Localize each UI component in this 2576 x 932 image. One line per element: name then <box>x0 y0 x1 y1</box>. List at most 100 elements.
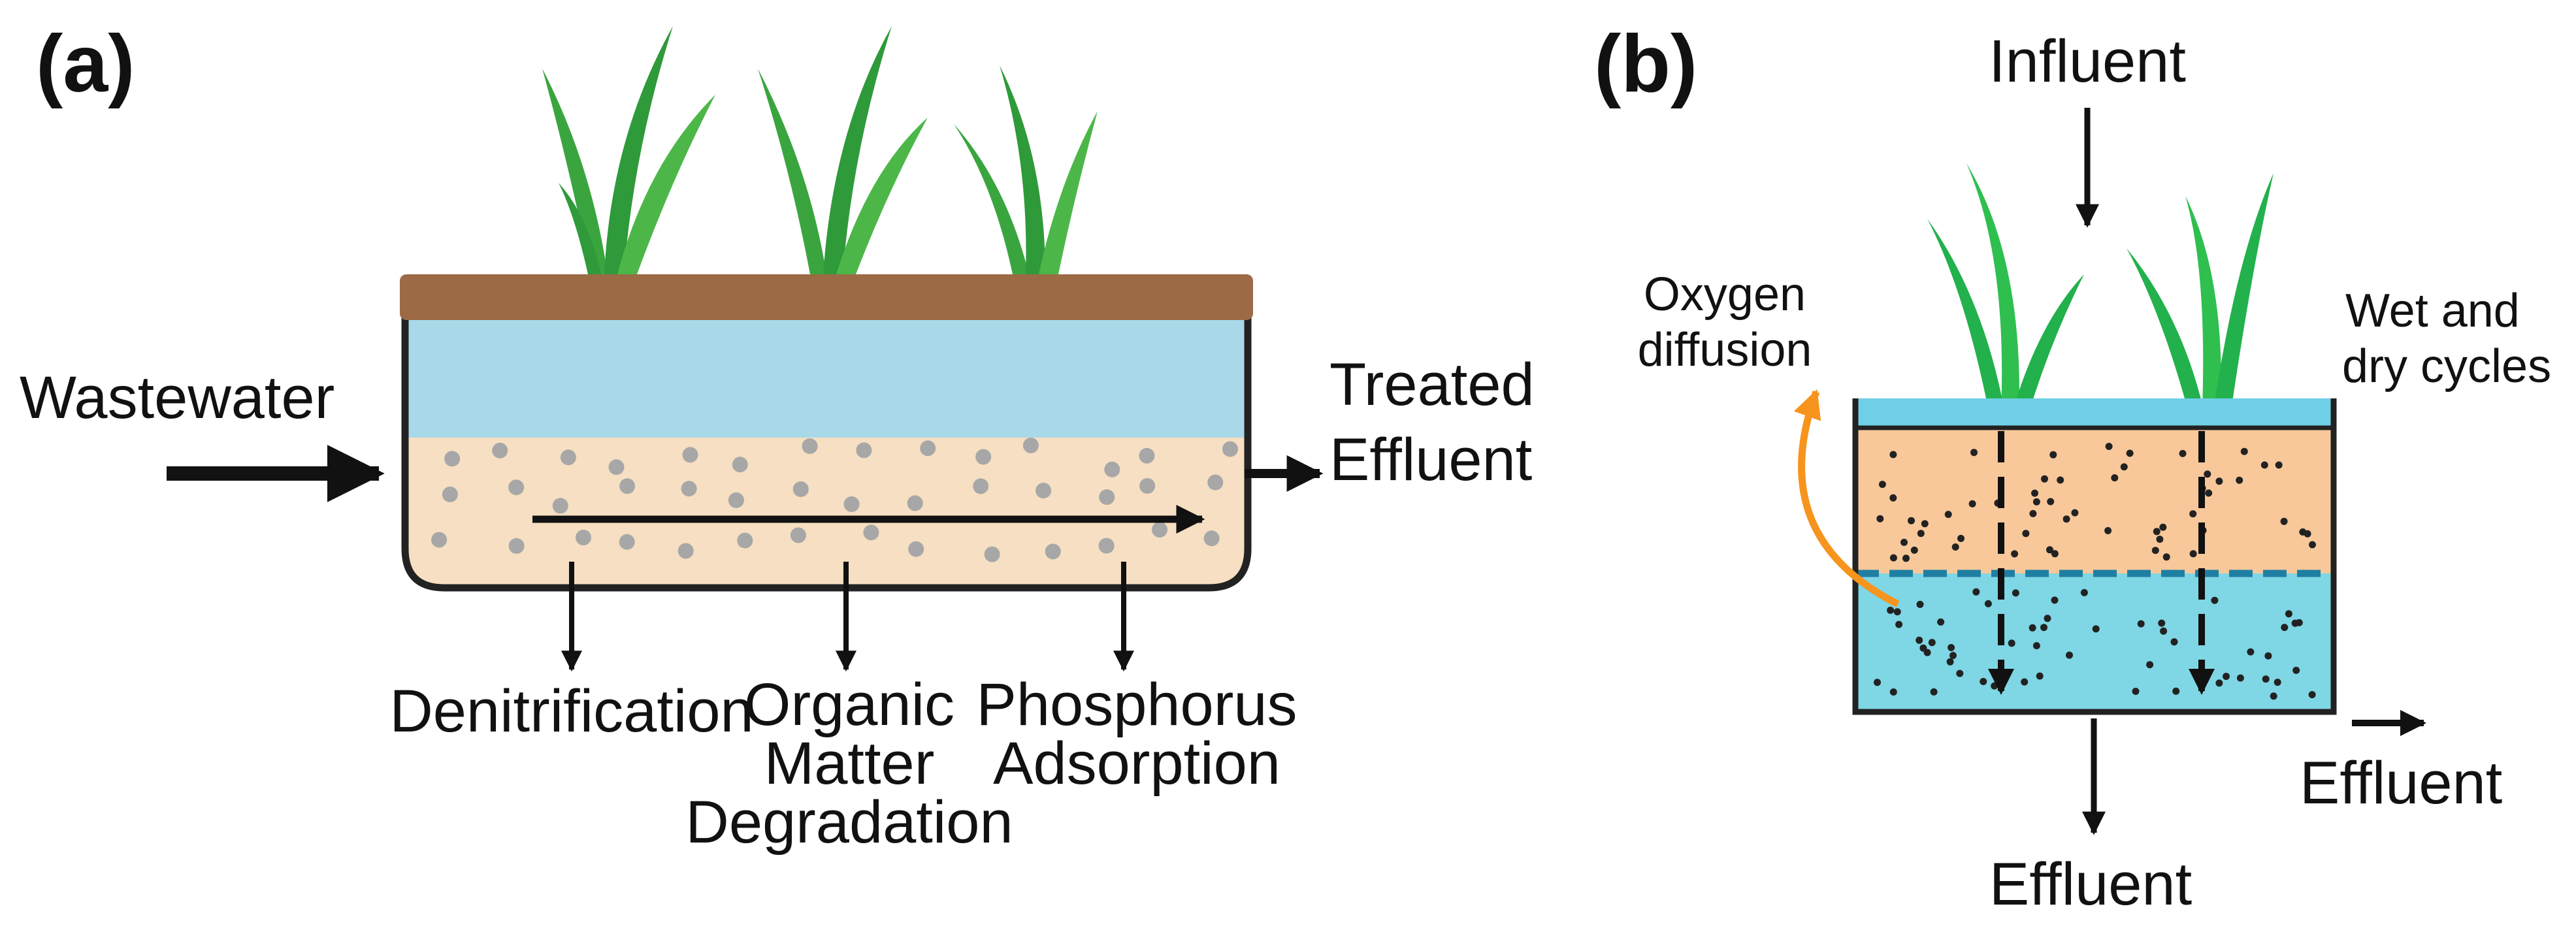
media-particle <box>2051 596 2059 604</box>
media-particle <box>1970 449 1978 457</box>
treated-label: Treated <box>1329 351 1535 418</box>
media-particle <box>2066 651 2073 659</box>
media-particle <box>2236 476 2243 484</box>
effluent-label: Effluent <box>1329 426 1532 493</box>
media-particle <box>2159 523 2167 531</box>
gravel-particle <box>552 498 568 514</box>
media-particle <box>2104 527 2112 534</box>
dry-cycles-label: dry cycles <box>2342 340 2551 393</box>
gravel-particle <box>737 532 753 549</box>
media-particle <box>1889 554 1897 562</box>
media-particle <box>2240 447 2248 455</box>
media-particle <box>2051 550 2059 558</box>
media-particle <box>2308 691 2316 699</box>
gravel-particle <box>444 451 461 467</box>
media-particle <box>2040 624 2047 632</box>
media-particle <box>1893 608 1901 616</box>
gravel-particle <box>975 449 992 465</box>
gravel-particle <box>920 440 936 457</box>
bottom-effluent-label: Effluent <box>1989 851 2192 918</box>
panel-b: (b) Influent <box>1594 19 2551 918</box>
gravel-particle <box>843 496 860 512</box>
media-particle <box>1919 644 1927 652</box>
media-particle <box>2260 461 2268 469</box>
adsorption-label: Adsorption <box>993 730 1280 797</box>
media-particle <box>2011 550 2019 558</box>
media-particle <box>1937 618 1945 626</box>
wastewater-label: Wastewater <box>20 364 334 431</box>
media-particle <box>2151 547 2159 554</box>
media-particle <box>2295 619 2303 626</box>
gravel-particle <box>682 447 698 463</box>
media-particle <box>2247 648 2255 656</box>
plant-icon <box>758 26 928 274</box>
media-particle <box>2029 509 2037 517</box>
media-particle <box>2204 470 2211 478</box>
gravel-particle <box>619 478 636 494</box>
plant-icon <box>2127 173 2274 425</box>
media-particle <box>1902 554 1910 562</box>
media-particle <box>2146 661 2154 669</box>
media-particle <box>1921 520 1929 528</box>
surface-water <box>1855 398 2334 428</box>
media-particle <box>2044 615 2051 622</box>
media-particle <box>2170 638 2178 646</box>
media-particle <box>2223 673 2230 681</box>
media-particle <box>2299 528 2307 536</box>
gravel-particle <box>431 532 448 548</box>
media-particle <box>2205 489 2213 497</box>
column-wall <box>1852 398 2337 715</box>
media-particle <box>1948 644 1955 651</box>
constructed-wetland-basin <box>400 274 1253 592</box>
matter-label: Matter <box>764 730 935 797</box>
media-particle <box>2032 498 2040 506</box>
gravel-particle <box>792 481 809 497</box>
media-particle <box>2158 619 2166 627</box>
gravel-particle <box>1207 474 1224 490</box>
gravel-particle <box>508 479 525 496</box>
media-particle <box>1957 534 1965 542</box>
media-particle <box>1928 639 1936 647</box>
media-particle <box>2022 530 2030 538</box>
media-particle <box>2041 475 2048 483</box>
media-particle <box>1916 600 1924 608</box>
media-particle <box>1956 669 1964 677</box>
media-particle <box>1980 678 1987 685</box>
panel-b-plants <box>1927 163 2274 425</box>
media-particle <box>2071 509 2079 517</box>
gravel-particle <box>1139 478 1156 494</box>
media-particle <box>1895 620 1903 628</box>
gravel-particle <box>560 449 576 466</box>
gravel-particle <box>1099 489 1115 506</box>
media-particle <box>1874 679 1881 686</box>
plant-icon <box>542 26 715 274</box>
gravel-particle <box>508 538 525 554</box>
media-particle <box>2189 550 2197 558</box>
gravel-particle <box>608 459 625 475</box>
media-particle <box>2105 443 2113 450</box>
media-particle <box>2215 477 2223 485</box>
media-particle <box>2021 678 2029 686</box>
gravel-particle <box>1022 438 1039 453</box>
media-particle <box>2211 596 2219 604</box>
substrate-layer <box>405 438 1248 588</box>
media-particle <box>2029 624 2036 632</box>
gravel-particle <box>1045 543 1061 560</box>
media-particle <box>1887 606 1895 614</box>
media-particle <box>1968 500 1976 507</box>
gravel-particle <box>908 541 924 557</box>
gravel-particle <box>576 530 591 545</box>
media-particle <box>2012 589 2019 597</box>
media-particle <box>2120 463 2128 471</box>
media-particle <box>2153 528 2160 536</box>
media-particle <box>2275 461 2283 469</box>
media-particle <box>1944 511 1952 519</box>
media-particle <box>1946 658 1954 666</box>
media-particle <box>2062 515 2070 523</box>
media-particle <box>2172 687 2180 695</box>
gravel-particle <box>863 524 879 541</box>
media-particle <box>2292 666 2300 674</box>
gravel-particle <box>492 442 508 458</box>
